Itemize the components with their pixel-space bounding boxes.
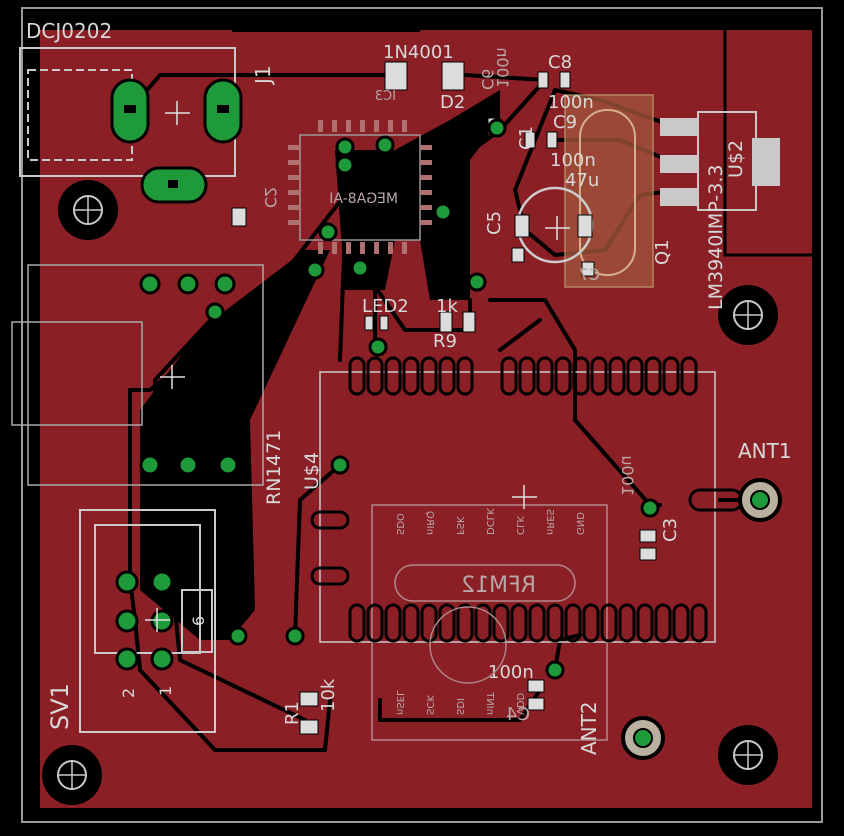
rfm-pin-nres: nRES	[544, 509, 555, 535]
label-us2: U$2	[725, 140, 747, 178]
regulator-pads	[660, 118, 780, 206]
label-r1-value: 10k	[318, 678, 339, 712]
label-c9: C9	[553, 112, 577, 133]
crystal-q1	[564, 94, 654, 288]
board-outline	[21, 7, 823, 823]
label-c8-value: 100n	[548, 92, 594, 113]
label-c2: C2	[261, 187, 280, 208]
through-hole-pads	[115, 118, 660, 680]
label-c5-value: 47u	[565, 170, 599, 191]
label-c6: C6	[478, 69, 497, 90]
rfm12-circle-marker	[429, 606, 507, 684]
label-ic3: IC3	[375, 89, 396, 104]
label-r1: R1	[282, 701, 303, 725]
label-c3-value: 100u	[618, 455, 637, 496]
label-diode-value: 1N4001	[383, 42, 454, 63]
rfm-pin-nint: nINT	[484, 691, 495, 715]
label-diode-ref: D2	[440, 92, 465, 113]
isolation-gap-right	[723, 30, 812, 257]
smd-pads	[231, 61, 657, 735]
rfm12-header-pads	[348, 356, 708, 643]
label-sv1-pin6: 6	[189, 616, 208, 626]
rfm-pin-sdo: SDO	[394, 513, 405, 535]
label-c3: C3	[660, 518, 681, 542]
antenna-pads	[621, 478, 782, 760]
ic3-pins	[288, 120, 432, 254]
label-regulator-value: LM3940IMP-3.3	[705, 165, 727, 310]
label-rn1-value: 471	[263, 430, 285, 466]
label-sv1: SV1	[46, 683, 74, 730]
silkscreen	[11, 47, 757, 741]
label-c6-value: 100n	[493, 47, 512, 88]
rfm12-side-slots	[310, 510, 576, 602]
rfm-pin-gnd: GND	[574, 512, 585, 535]
rfm-pin-fsk: FSK	[454, 516, 465, 535]
label-led2: LED2	[362, 296, 409, 317]
label-c9-value: 100n	[550, 150, 596, 171]
label-c4: C4	[506, 704, 530, 725]
mounting-holes	[42, 180, 778, 805]
label-j1: J1	[251, 65, 275, 86]
label-ant2: ANT2	[577, 701, 601, 755]
rfm-pin-dclk: DCLK	[484, 508, 495, 535]
label-r9-value: 1k	[436, 296, 458, 317]
crosshair-markers	[145, 101, 570, 632]
rfm-pin-clk: CLK	[514, 515, 525, 535]
label-r9: R9	[433, 331, 457, 352]
label-us4: U$4	[301, 452, 323, 490]
label-sv1-pin1: 1	[156, 686, 175, 696]
label-mcu: MEGA8-AI	[329, 191, 398, 207]
rfm-pin-vdd: VDD	[514, 692, 525, 715]
label-sv1-pin2: 2	[119, 688, 138, 698]
rfm-pin-nirq: nIRQ	[424, 511, 435, 535]
rfm-pin-nsel: nSEL	[394, 690, 405, 715]
label-c5: C5	[484, 211, 505, 235]
rfm-pin-sck: SCK	[424, 695, 435, 715]
label-rn1: RN1	[263, 465, 285, 505]
label-c8: C8	[548, 52, 572, 73]
label-q1: Q1	[652, 239, 673, 265]
label-c1: C1	[516, 126, 537, 150]
label-c7: C7	[579, 265, 600, 284]
label-dc-jack: DCJ0202	[26, 19, 112, 43]
label-ant1: ANT1	[738, 439, 792, 463]
label-rfm12: RFM12	[461, 573, 536, 598]
rfm-pin-sdi: SDI	[454, 698, 465, 715]
